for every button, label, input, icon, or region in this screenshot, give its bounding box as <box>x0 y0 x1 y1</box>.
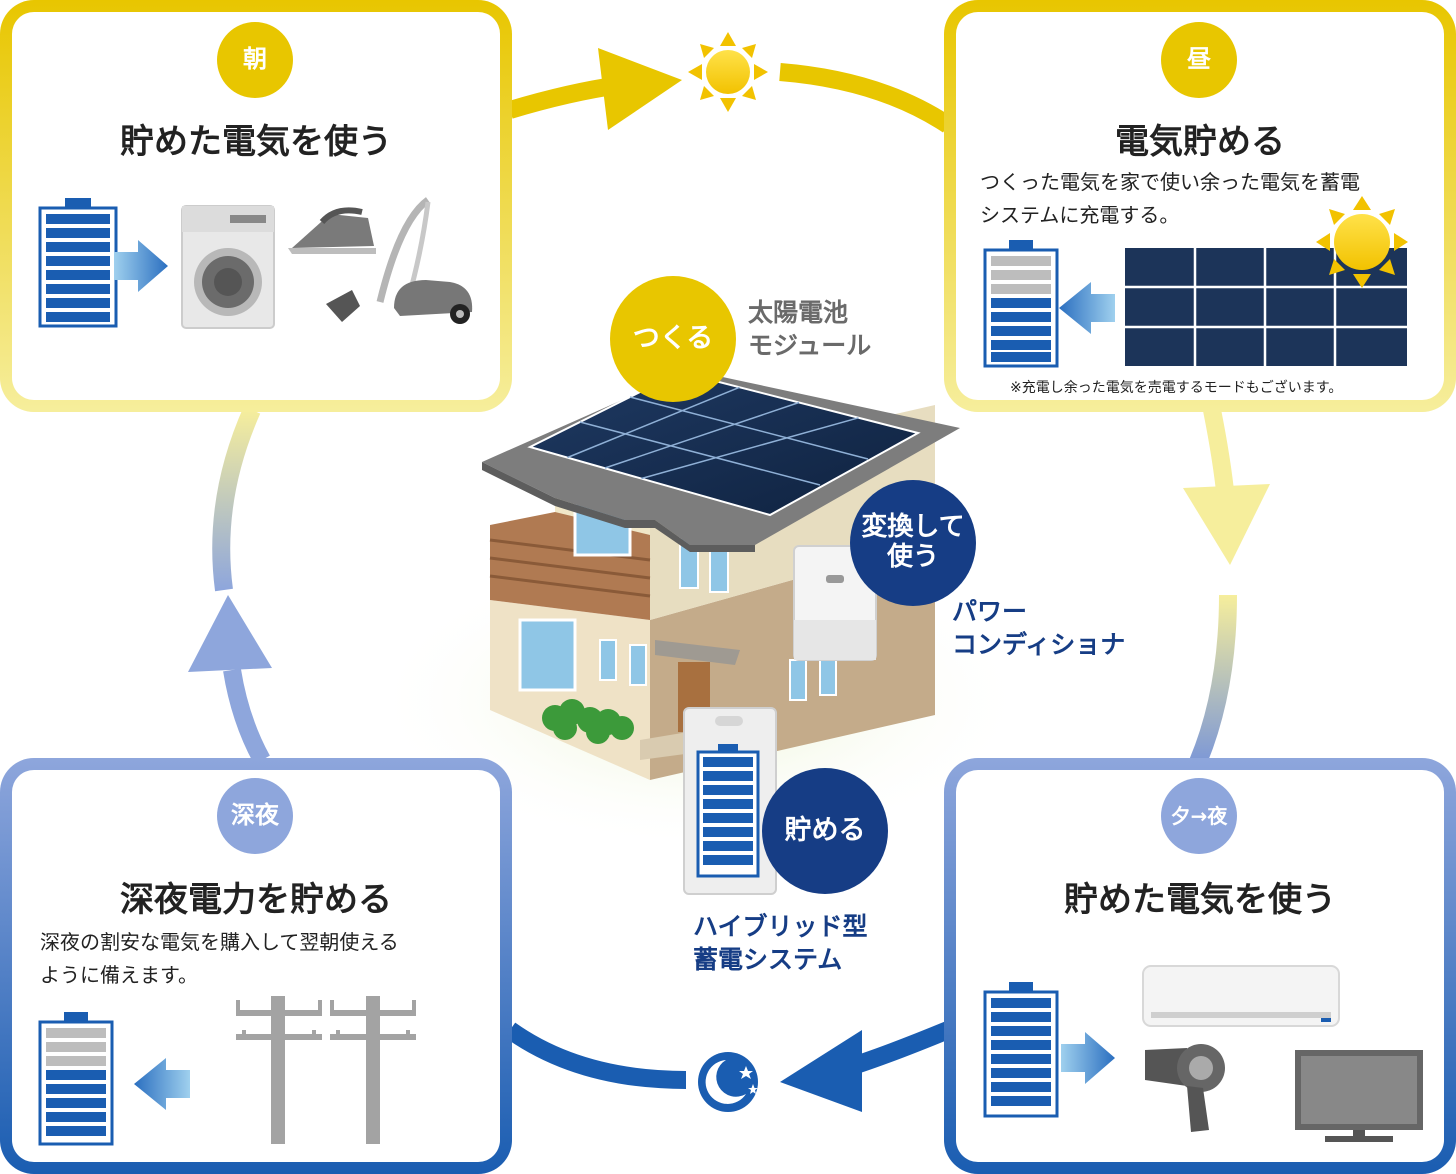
panel-evening-title: 貯めた電気を使う <box>1064 880 1336 920</box>
vacuum-icon <box>326 197 473 324</box>
night-illustration <box>38 996 416 1146</box>
arrow-right-icon <box>1061 1032 1115 1084</box>
power-conditioner-icon <box>793 545 877 661</box>
iron-icon <box>288 207 376 254</box>
badge-night: 深夜 <box>217 778 293 854</box>
arrow-head-top <box>598 48 682 130</box>
battery-icon <box>983 240 1059 368</box>
panel-night-desc-2: ように備えます。 <box>40 963 198 987</box>
panel-day-title: 電気貯める <box>1115 122 1285 162</box>
badge-convert-line-2: 使う <box>886 542 939 572</box>
battery-icon <box>38 1012 114 1146</box>
arrow-left-icon <box>134 1058 190 1110</box>
badge-day: 昼 <box>1161 22 1237 98</box>
power-conditioner-label-2: コンディショナ <box>952 630 1126 659</box>
solar-module-label-2: モジュール <box>748 331 872 360</box>
arrow-head-right <box>1183 484 1270 565</box>
evening-appliances <box>983 965 1423 1142</box>
arrow-head-bottom <box>780 1030 862 1112</box>
tv-icon <box>1295 1050 1423 1142</box>
morning-appliances <box>38 197 473 329</box>
panel-day-desc-2: システムに充電する。 <box>980 203 1180 227</box>
battery-icon <box>983 982 1059 1118</box>
battery-icon <box>38 198 118 328</box>
panel-night-title: 深夜電力を貯める <box>120 880 392 920</box>
badge-store: 貯める <box>762 768 888 894</box>
sun-icon <box>688 32 768 112</box>
badge-evening: 夕→夜 <box>1161 778 1237 854</box>
badge-morning: 朝 <box>217 22 293 98</box>
arrow-left-icon <box>1059 282 1115 334</box>
badge-make: つくる <box>610 276 736 402</box>
sun-icon <box>1316 196 1408 288</box>
panel-day-desc-1: つくった電気を家で使い余った電気を蓄電 <box>980 170 1360 194</box>
hair-dryer-icon <box>1145 1044 1225 1132</box>
panel-day-note: ※充電し余った電気を売電するモードもございます。 <box>1010 380 1343 396</box>
panel-morning-title: 貯めた電気を使う <box>120 122 392 162</box>
arrow-head-left <box>188 595 272 672</box>
arrow-right-icon <box>114 240 168 292</box>
storage-battery-unit-icon <box>683 707 777 895</box>
panel-night-desc-1: 深夜の割安な電気を購入して翌朝使える <box>40 930 399 954</box>
solar-module-label-1: 太陽電池 <box>748 298 849 327</box>
cycle-arrows <box>188 48 1270 1112</box>
badge-convert-line-1: 変換して <box>861 512 965 543</box>
power-conditioner-label-1: パワー <box>952 597 1028 626</box>
badge-convert: 変換して 使う <box>850 480 976 606</box>
air-conditioner-icon <box>1142 965 1340 1027</box>
moon-icon <box>698 1052 758 1112</box>
washing-machine-icon <box>181 205 275 329</box>
roof-solar-panel <box>527 370 921 517</box>
hybrid-battery-label-1: ハイブリッド型 <box>693 912 868 941</box>
hybrid-battery-label-2: 蓄電システム <box>693 945 843 974</box>
utility-pole-icon <box>236 996 416 1144</box>
day-illustration <box>983 196 1408 368</box>
